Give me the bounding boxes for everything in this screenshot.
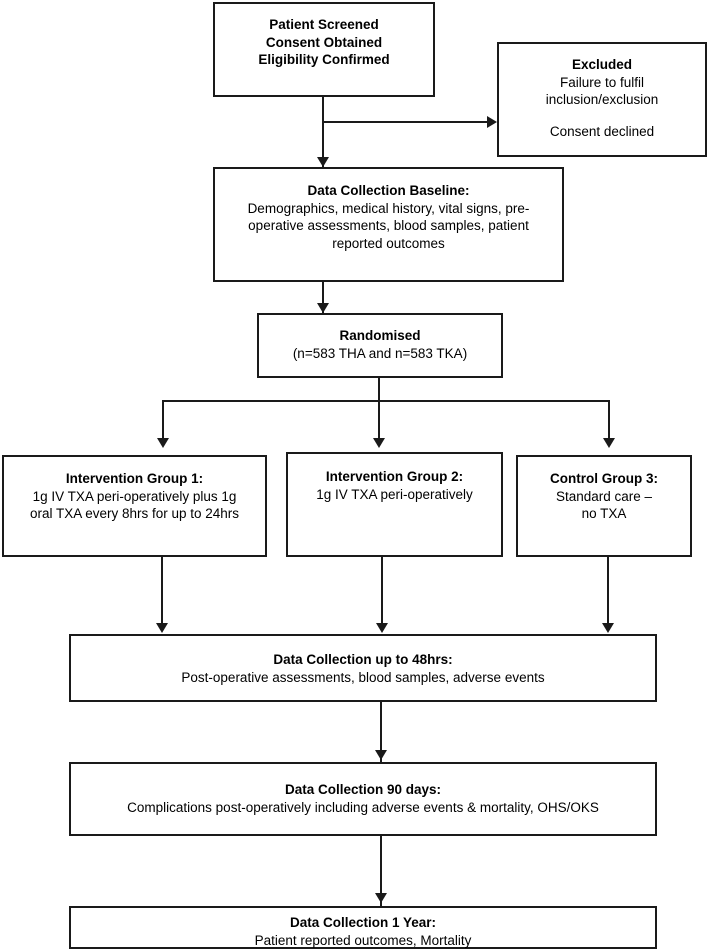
node-data-collection-48hrs[interactable]: Data Collection up to 48hrs: Post-operat… bbox=[69, 634, 657, 702]
connector-group3-to-48hrs bbox=[607, 557, 609, 629]
node-excluded-line4: Consent declined bbox=[549, 123, 655, 139]
node-patient-screened-line3: Eligibility Confirmed bbox=[258, 52, 390, 67]
node-randomised-line2: (n=583 THA and n=583 TKA) bbox=[292, 345, 468, 361]
node-90days-line2: Complications post-operatively including… bbox=[127, 799, 599, 815]
connector-baseline-to-randomised bbox=[322, 282, 324, 316]
node-data-collection-90days[interactable]: Data Collection 90 days: Complications p… bbox=[69, 762, 657, 836]
node-randomised[interactable]: Randomised (n=583 THA and n=583 TKA) bbox=[257, 313, 503, 378]
node-group3-line3: no TXA bbox=[581, 506, 627, 521]
node-48hrs-line2: Post-operative assessments, blood sample… bbox=[181, 669, 545, 685]
node-group3-heading: Control Group 3: bbox=[550, 471, 658, 486]
arrowhead-90days-to-1year bbox=[375, 893, 387, 903]
connector-randomised-to-group1 bbox=[162, 400, 164, 442]
arrowhead-group2-to-48hrs bbox=[376, 623, 388, 633]
arrowhead-to-group1 bbox=[157, 438, 169, 448]
node-group2-line2: 1g IV TXA peri-operatively bbox=[316, 486, 473, 502]
node-baseline-line3: operative assessments, blood samples, pa… bbox=[248, 218, 529, 233]
arrowhead-group3-to-48hrs bbox=[602, 623, 614, 633]
node-patient-screened-line2: Consent Obtained bbox=[265, 34, 383, 50]
node-baseline-line4: reported outcomes bbox=[332, 235, 445, 251]
node-intervention-group-1[interactable]: Intervention Group 1: 1g IV TXA peri-ope… bbox=[2, 455, 267, 557]
node-excluded-blank-line bbox=[505, 109, 699, 123]
node-data-collection-1year[interactable]: Data Collection 1 Year: Patient reported… bbox=[69, 906, 657, 949]
node-group1-line3: oral TXA every 8hrs for up to 24hrs bbox=[29, 506, 240, 521]
node-randomised-heading: Randomised bbox=[339, 328, 421, 343]
node-1year-line2: Patient reported outcomes, Mortality bbox=[254, 932, 472, 948]
node-excluded-line3: inclusion/exclusion bbox=[545, 92, 659, 107]
arrowhead-to-group2 bbox=[373, 438, 385, 448]
node-baseline-heading: Data Collection Baseline: bbox=[307, 183, 470, 198]
connector-90days-to-1year bbox=[380, 836, 382, 906]
arrowhead-to-group3 bbox=[603, 438, 615, 448]
node-data-collection-baseline[interactable]: Data Collection Baseline: Demographics, … bbox=[213, 167, 564, 282]
node-group1-heading: Intervention Group 1: bbox=[65, 471, 204, 486]
node-1year-heading: Data Collection 1 Year: bbox=[289, 915, 437, 930]
node-baseline-line2: Demographics, medical history, vital sig… bbox=[247, 200, 530, 216]
connector-48hrs-to-90days bbox=[380, 702, 382, 762]
connector-randomised-to-group3 bbox=[608, 400, 610, 442]
connector-group2-to-48hrs bbox=[381, 557, 383, 629]
arrowhead-group1-to-48hrs bbox=[156, 623, 168, 633]
node-group3-line2: Standard care – bbox=[555, 488, 653, 504]
node-excluded-heading: Excluded bbox=[571, 57, 633, 72]
node-patient-screened-heading: Patient Screened bbox=[269, 17, 379, 32]
node-control-group-3[interactable]: Control Group 3: Standard care – no TXA bbox=[516, 455, 692, 557]
node-90days-heading: Data Collection 90 days: bbox=[284, 782, 442, 797]
arrowhead-screened-to-baseline bbox=[317, 157, 329, 167]
node-excluded-line2: Failure to fulfil bbox=[559, 74, 645, 90]
node-excluded[interactable]: Excluded Failure to fulfil inclusion/exc… bbox=[497, 42, 707, 157]
connector-randomised-split-bar bbox=[162, 400, 610, 402]
connector-screened-to-excluded bbox=[322, 121, 490, 123]
arrowhead-to-excluded bbox=[487, 116, 497, 128]
node-group2-heading: Intervention Group 2: bbox=[325, 469, 464, 484]
arrowhead-48hrs-to-90days bbox=[375, 750, 387, 760]
connector-screened-down bbox=[322, 97, 324, 187]
connector-group1-to-48hrs bbox=[161, 557, 163, 629]
arrowhead-baseline-to-randomised bbox=[317, 303, 329, 313]
node-group1-line2: 1g IV TXA peri-operatively plus 1g bbox=[32, 488, 237, 504]
node-patient-screened[interactable]: Patient Screened Consent Obtained Eligib… bbox=[213, 2, 435, 97]
connector-randomised-down bbox=[378, 378, 380, 402]
connector-randomised-to-group2 bbox=[378, 400, 380, 442]
node-intervention-group-2[interactable]: Intervention Group 2: 1g IV TXA peri-ope… bbox=[286, 452, 503, 557]
node-48hrs-heading: Data Collection up to 48hrs: bbox=[273, 652, 453, 667]
